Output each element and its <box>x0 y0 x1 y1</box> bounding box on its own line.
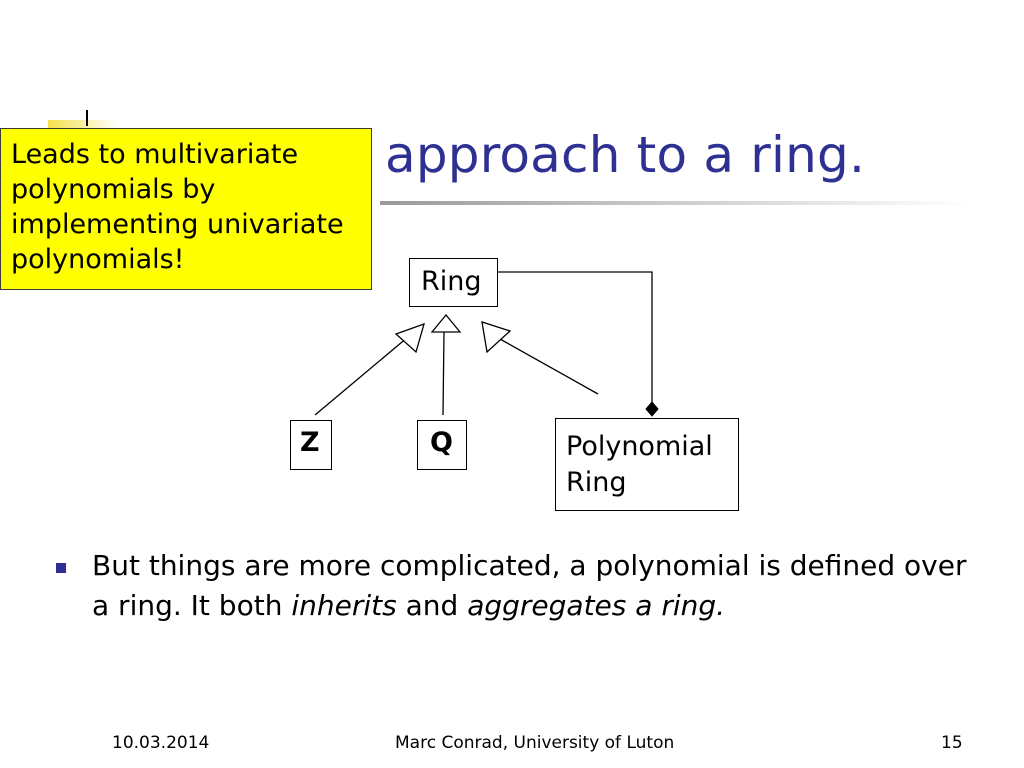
callout-note: Leads to multivariate polynomials by imp… <box>0 128 372 290</box>
inherit-line-z <box>314 336 409 416</box>
class-label-z: Z <box>300 427 320 458</box>
title-tick-mark <box>86 110 88 126</box>
class-label-polynomial: Polynomial <box>566 431 713 462</box>
bullet-text-part2: and <box>396 589 468 622</box>
inherit-arrowhead-q <box>430 313 462 333</box>
aggregation-line <box>498 271 653 402</box>
callout-line-1: Leads to multivariate <box>11 139 299 170</box>
title-underline <box>380 201 970 205</box>
class-box-q: Q <box>417 420 467 470</box>
bullet-text: But things are more complicated, a polyn… <box>92 546 972 626</box>
class-box-ring: Ring <box>409 258 498 307</box>
footer-page-number: 15 <box>941 733 963 753</box>
callout-line-2: polynomials by <box>11 174 216 205</box>
callout-line-3: implementing univariate <box>11 209 344 240</box>
bullet-text-inherits: inherits <box>291 589 397 622</box>
inherit-line-poly <box>499 338 599 395</box>
slide-title: approach to a ring. <box>385 126 866 184</box>
class-label-q: Q <box>430 427 453 458</box>
footer-date: 10.03.2014 <box>112 733 210 753</box>
bullet-text-aggregates: aggregates a ring. <box>467 589 726 622</box>
footer-author: Marc Conrad, University of Luton <box>395 733 675 753</box>
class-label-ring: Ring <box>421 266 482 297</box>
inherit-arrowhead-poly <box>481 321 512 354</box>
aggregation-diamond <box>645 401 659 417</box>
bullet-marker <box>56 563 66 573</box>
bullet-text-part1: But things are more complicated, a polyn… <box>92 549 967 622</box>
callout-line-4: polynomials! <box>11 244 185 275</box>
class-label-ring-2: Ring <box>566 467 627 498</box>
inherit-arrowhead-z <box>394 322 425 354</box>
inherit-line-q <box>442 331 445 416</box>
class-box-z: Z <box>290 420 332 470</box>
class-box-polynomial-ring: Polynomial Ring <box>555 418 739 511</box>
